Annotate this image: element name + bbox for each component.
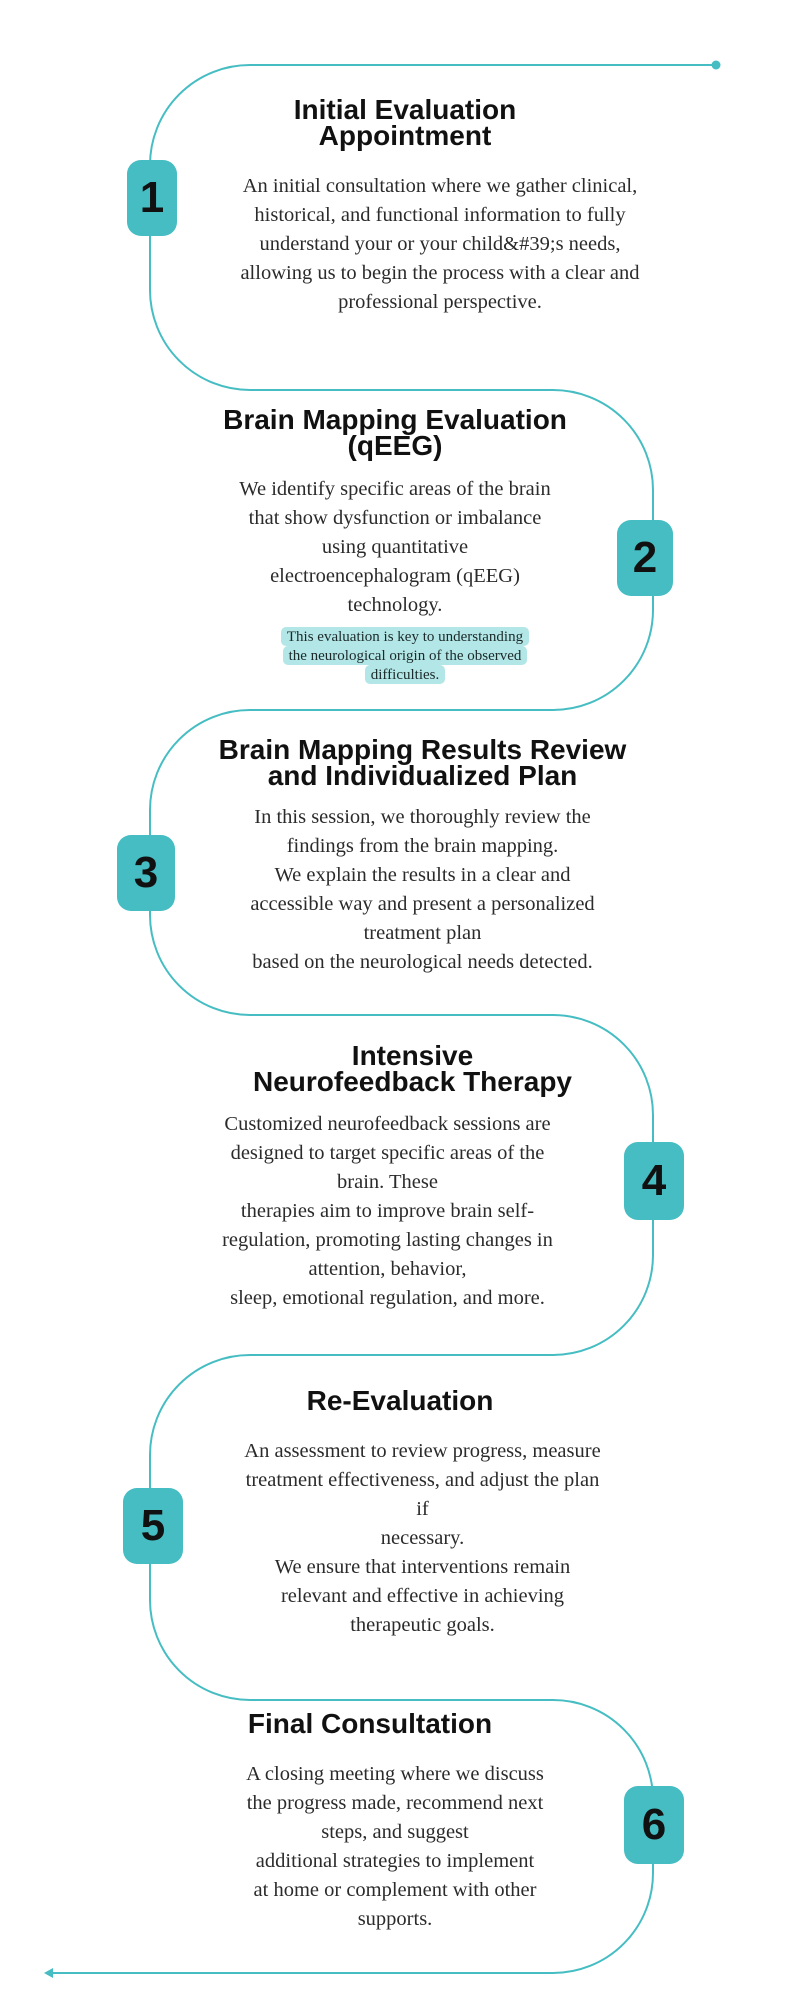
step-4-description-line: brain. These bbox=[337, 1171, 438, 1193]
step-4-title-line: Neurofeedback Therapy bbox=[253, 1066, 572, 1097]
step-6-description-line: steps, and suggest bbox=[321, 1821, 469, 1843]
step-4-description-line: sleep, emotional regulation, and more. bbox=[230, 1287, 545, 1309]
step-3-title-line: Brain Mapping Results Review bbox=[218, 734, 627, 765]
step-4-description-line: regulation, promoting lasting changes in bbox=[222, 1229, 553, 1251]
step-5-number-badge: 5 bbox=[123, 1488, 183, 1564]
step-1-title-line: Appointment bbox=[318, 120, 492, 151]
step-2-description-line: that show dysfunction or imbalance bbox=[248, 507, 542, 529]
step-4-description-line: Customized neurofeedback sessions are bbox=[224, 1113, 551, 1135]
step-2-title-line: Brain Mapping Evaluation bbox=[223, 404, 567, 435]
step-2-description-line: We identify specific areas of the brain bbox=[239, 478, 551, 500]
step-3-description-line: findings from the brain mapping. bbox=[286, 835, 559, 857]
step-5-description-line: therapeutic goals. bbox=[350, 1614, 495, 1636]
step-1-description-line: allowing us to begin the process with a … bbox=[240, 262, 640, 284]
step-4-title: Intensive Neurofeedback Therapy bbox=[235, 1040, 590, 1097]
step-3-number-badge: 3 bbox=[117, 835, 175, 911]
timeline-connector-line bbox=[52, 64, 715, 1974]
step-5-description-line: treatment effectiveness, and adjust the … bbox=[245, 1469, 600, 1491]
step-2-note-line: This evaluation is key to understanding bbox=[280, 627, 530, 646]
step-5-description-line: An assessment to review progress, measur… bbox=[244, 1440, 601, 1462]
step-5-title: Re-Evaluation bbox=[225, 1385, 575, 1416]
step-4-description: Customized neurofeedback sessions are de… bbox=[170, 1110, 605, 1313]
timeline-start-dot bbox=[711, 60, 721, 70]
step-1-description-line: professional perspective. bbox=[338, 291, 542, 313]
step-2-description-line: technology. bbox=[347, 594, 443, 616]
step-4-description-line: attention, behavior, bbox=[308, 1258, 467, 1280]
step-2-note-line: the neurological origin of the observed bbox=[282, 646, 528, 665]
step-3-title-line: and Individualized Plan bbox=[267, 760, 578, 791]
step-5-title-line: Re-Evaluation bbox=[306, 1385, 494, 1416]
step-3-title: Brain Mapping Results Review and Individ… bbox=[200, 734, 645, 791]
step-6-description-line: supports. bbox=[357, 1908, 433, 1930]
step-4-number-badge: 4 bbox=[624, 1142, 684, 1220]
step-5-description-line: if bbox=[416, 1498, 429, 1520]
step-6-description: A closing meeting where we discuss the p… bbox=[190, 1760, 600, 1934]
step-4-description-line: therapies aim to improve brain self- bbox=[240, 1200, 535, 1222]
step-5-description-line: relevant and effective in achieving bbox=[280, 1585, 565, 1607]
step-3-description: In this session, we thoroughly review th… bbox=[195, 803, 650, 977]
step-3-description-line: based on the neurological needs detected… bbox=[252, 951, 593, 973]
step-3-description-line: treatment plan bbox=[363, 922, 482, 944]
step-4-description-line: designed to target specific areas of the bbox=[230, 1142, 545, 1164]
step-6-description-line: additional strategies to implement bbox=[255, 1850, 535, 1872]
step-1-description: An initial consultation where we gather … bbox=[180, 172, 700, 317]
step-1-title: Initial Evaluation Appointment bbox=[225, 94, 585, 151]
step-1-description-line: An initial consultation where we gather … bbox=[242, 175, 638, 197]
step-6-number-badge: 6 bbox=[624, 1786, 684, 1864]
step-5-description: An assessment to review progress, measur… bbox=[190, 1437, 655, 1640]
step-2-title-line: (qEEG) bbox=[347, 430, 443, 461]
step-2-description-line: using quantitative bbox=[321, 536, 469, 558]
step-2-number-badge: 2 bbox=[617, 520, 673, 596]
step-6-description-line: the progress made, recommend next bbox=[246, 1792, 544, 1814]
step-2-title: Brain Mapping Evaluation (qEEG) bbox=[200, 404, 590, 461]
step-2-note-line: difficulties. bbox=[364, 665, 446, 684]
timeline-end-arrow-icon bbox=[44, 1968, 53, 1978]
step-6-title: Final Consultation bbox=[195, 1708, 545, 1739]
step-5-description-line: necessary. bbox=[380, 1527, 465, 1549]
step-2-description-line: electroencephalogram (qEEG) bbox=[270, 565, 520, 587]
step-2-description: We identify specific areas of the brain … bbox=[200, 475, 590, 620]
step-4-title-line: Intensive bbox=[351, 1040, 474, 1071]
step-3-description-line: accessible way and present a personalize… bbox=[250, 893, 595, 915]
step-6-title-line: Final Consultation bbox=[247, 1708, 493, 1739]
step-6-description-line: A closing meeting where we discuss bbox=[246, 1763, 544, 1785]
step-1-description-line: historical, and functional information t… bbox=[254, 204, 626, 226]
step-2-highlight-note: This evaluation is key to understanding … bbox=[240, 627, 570, 684]
step-1-description-line: understand your or your child&#39;s need… bbox=[259, 233, 621, 255]
step-3-description-line: In this session, we thoroughly review th… bbox=[254, 806, 591, 828]
step-1-number-badge: 1 bbox=[127, 160, 177, 236]
step-1-title-line: Initial Evaluation bbox=[293, 94, 517, 125]
step-3-description-line: We explain the results in a clear and bbox=[274, 864, 571, 886]
step-5-description-line: We ensure that interventions remain bbox=[274, 1556, 571, 1578]
step-6-description-line: at home or complement with other bbox=[253, 1879, 537, 1901]
